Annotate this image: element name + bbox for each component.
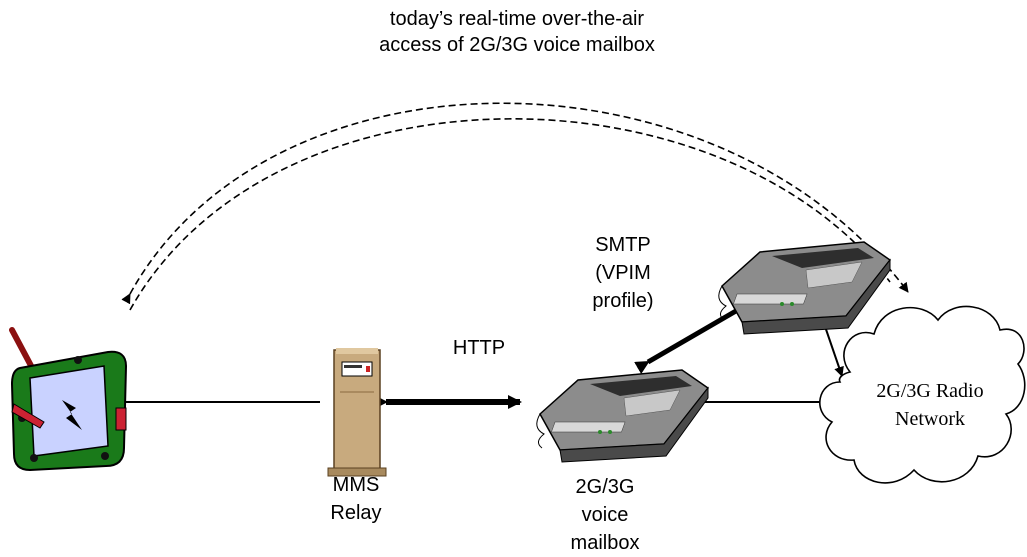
pda-icon [9, 327, 128, 472]
ota-arc-inner [129, 118, 891, 311]
ota-arc-outer [121, 102, 909, 305]
voice-mailbox-phone-icon [718, 241, 892, 335]
voice-mailbox-phone-icon [536, 369, 710, 463]
cloud-icon [819, 305, 1026, 484]
vm-label-line-3: mailbox [570, 532, 640, 554]
smtp-arrow [634, 301, 750, 375]
caption-line-2: access of 2G/3G voice mailbox [379, 34, 655, 56]
mms-label: MMS [332, 474, 380, 496]
http-label: HTTP [452, 337, 506, 359]
vpim-label: (VPIM [595, 262, 651, 284]
profile-label: profile) [592, 290, 654, 312]
caption-line-1: today’s real-time over-the-air [389, 8, 645, 30]
mms-relay-server-icon [327, 348, 387, 477]
vm-label-line-1: 2G/3G [575, 476, 635, 498]
vm-label-line-2: voice [581, 504, 629, 526]
network-label-line-1: 2G/3G Radio [876, 380, 984, 402]
smtp-label: SMTP [595, 234, 651, 256]
network-label-line-2: Network [895, 408, 965, 430]
relay-label: Relay [330, 502, 382, 524]
